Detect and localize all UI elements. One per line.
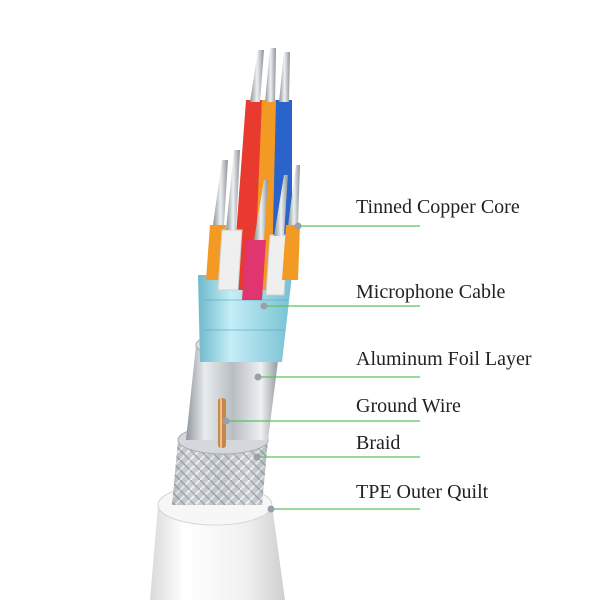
label-tpe-outer-quilt: TPE Outer Quilt [356, 481, 489, 503]
microphone-cable-shield [198, 275, 292, 362]
label-aluminum-foil-layer: Aluminum Foil Layer [356, 348, 532, 370]
label-tinned-copper-core: Tinned Copper Core [356, 196, 520, 218]
tinned-copper-strands [213, 48, 300, 240]
label-ground-wire: Ground Wire [356, 395, 461, 417]
leader-lines [222, 222, 420, 513]
label-braid: Braid [356, 432, 401, 454]
ground-wire [218, 398, 226, 448]
label-microphone-cable: Microphone Cable [356, 281, 506, 303]
